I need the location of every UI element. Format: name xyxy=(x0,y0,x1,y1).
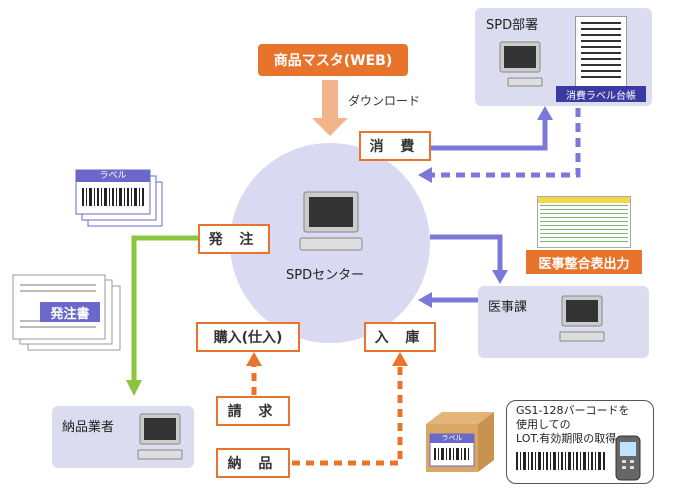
ledger-return-arrow xyxy=(430,108,581,178)
invoice-flow-label: 請 求 xyxy=(216,396,290,426)
gs1-barcode-icon xyxy=(516,452,605,470)
medical-return-head xyxy=(418,292,432,308)
delivery-arrow-head xyxy=(392,352,408,366)
delivery-flow-label: 納 品 xyxy=(216,448,290,478)
order-flow-label: 発 注 xyxy=(198,224,270,254)
barcode-note-line2: 使用しての xyxy=(516,418,571,431)
spd-center-computer-icon xyxy=(299,191,363,251)
report-spreadsheet-icon xyxy=(537,196,631,248)
medical-arrow xyxy=(430,234,503,272)
product-master-box: 商品マスタ(WEB) xyxy=(258,44,408,76)
barcode-note-line3: LOT.有効期限の取得 xyxy=(516,432,617,445)
consume-arrow xyxy=(430,118,548,151)
label-stack-icon xyxy=(75,169,163,227)
medical-report-label: 医事整合表出力 xyxy=(526,250,642,274)
vendor-computer-icon xyxy=(137,413,183,460)
consume-arrow-head xyxy=(537,106,553,120)
consume-flow-label: 消 費 xyxy=(359,131,431,161)
order-arrow-head xyxy=(126,380,142,396)
spd-dept-title: SPD部署 xyxy=(486,18,539,33)
invoice-arrow-head xyxy=(246,352,262,366)
medical-computer-icon xyxy=(559,295,605,342)
download-label: ダウンロード xyxy=(348,94,421,108)
medical-arrow-head xyxy=(492,270,508,284)
delivery-box-icon xyxy=(426,412,494,472)
ledger-document-icon xyxy=(575,16,627,90)
spd-dept-computer-icon xyxy=(499,41,543,87)
delivery-arrow xyxy=(292,364,403,466)
order-document-title: 発注書 xyxy=(40,302,100,322)
download-arrow xyxy=(312,80,348,136)
box-label-title: ラベル xyxy=(441,434,463,442)
label-stack-title: ラベル xyxy=(99,171,127,181)
receive-flow-label: 入 庫 xyxy=(364,322,436,352)
consume-ledger-label: 消費ラベル台帳 xyxy=(556,86,646,102)
handheld-scanner-icon xyxy=(615,435,641,481)
barcode-note-text: GS1-128バーコードを 使用しての LOT.有効期限の取得 xyxy=(516,404,629,446)
ledger-return-head xyxy=(418,167,432,183)
purchase-flow-label: 購入(仕入) xyxy=(196,322,300,352)
vendor-title: 納品業者 xyxy=(62,420,115,435)
spd-center-label: SPDセンター xyxy=(286,268,365,283)
medical-title: 医事課 xyxy=(488,300,528,315)
barcode-note-line1: GS1-128バーコードを xyxy=(516,404,630,417)
